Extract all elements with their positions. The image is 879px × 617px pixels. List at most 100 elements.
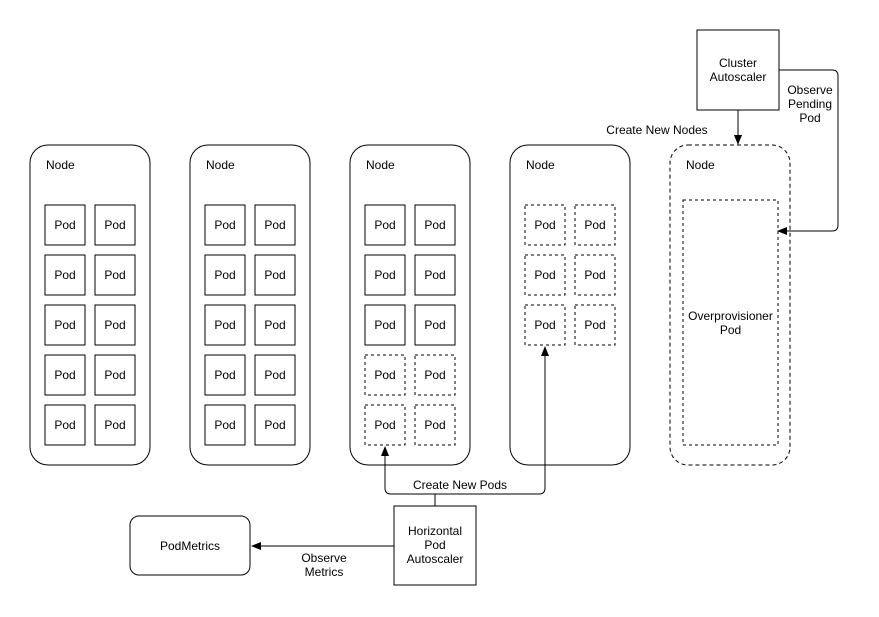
- podmetrics-box: PodMetrics: [129, 515, 251, 576]
- pod-label: Pod: [214, 218, 235, 232]
- pending-pod: Pod: [574, 254, 616, 296]
- pod-box: [364, 254, 406, 296]
- pod: Pod: [204, 204, 246, 246]
- pod-box: [414, 354, 456, 396]
- pod-label: Pod: [104, 218, 125, 232]
- pod-box: [524, 204, 566, 246]
- pod: Pod: [44, 204, 86, 246]
- pod-label: Pod: [584, 218, 605, 232]
- pod-box: [94, 204, 136, 246]
- pod-box: [94, 404, 136, 446]
- pod-label: Pod: [214, 418, 235, 432]
- pod-box: [254, 404, 296, 446]
- node-label: Node: [686, 158, 715, 172]
- pod-label: Pod: [424, 368, 445, 382]
- pod-box: [204, 204, 246, 246]
- observe-pending-label-line2: Pending: [788, 97, 832, 111]
- observe-pending-label-line1: Observe: [787, 83, 833, 97]
- pod-label: Pod: [374, 368, 395, 382]
- pod: Pod: [254, 254, 296, 296]
- node-label: Node: [46, 158, 75, 172]
- pod: Pod: [254, 354, 296, 396]
- pod-box: [254, 204, 296, 246]
- pod-label: Pod: [534, 318, 555, 332]
- observe-metrics-label-line1: Observe: [301, 551, 347, 565]
- pod: Pod: [94, 354, 136, 396]
- pod-label: Pod: [54, 268, 75, 282]
- pod-box: [414, 254, 456, 296]
- pod-label: Pod: [104, 418, 125, 432]
- pod-label: Pod: [104, 268, 125, 282]
- pod: Pod: [254, 404, 296, 446]
- pending-pod: Pod: [524, 254, 566, 296]
- pod-label: Pod: [534, 268, 555, 282]
- pod: Pod: [204, 304, 246, 346]
- cluster-autoscaler-label-line2: Autoscaler: [710, 70, 767, 84]
- pod-box: [524, 254, 566, 296]
- create-new-pods-label: Create New Pods: [413, 478, 507, 492]
- pod-box: [254, 304, 296, 346]
- observe-pending-label-line3: Pod: [799, 111, 820, 125]
- pod: Pod: [254, 304, 296, 346]
- pod-label: Pod: [104, 368, 125, 382]
- observe-pending-label-bg: [785, 80, 835, 126]
- pod: Pod: [364, 254, 406, 296]
- overprovisioner-label-line2: Pod: [720, 323, 741, 337]
- pending-pod: Pod: [574, 204, 616, 246]
- pod-box: [44, 304, 86, 346]
- pod-label: Pod: [374, 218, 395, 232]
- pod-label: Pod: [214, 368, 235, 382]
- pod-label: Pod: [214, 318, 235, 332]
- pod-box: [364, 304, 406, 346]
- pod-label: Pod: [584, 318, 605, 332]
- pod: Pod: [44, 354, 86, 396]
- pending-pod: Pod: [414, 354, 456, 396]
- pod-box: [364, 204, 406, 246]
- pod-box: [524, 304, 566, 346]
- node-label: Node: [206, 158, 235, 172]
- pod-label: Pod: [214, 268, 235, 282]
- pod-box: [44, 254, 86, 296]
- pod-box: [254, 354, 296, 396]
- node-label: Node: [526, 158, 555, 172]
- pod: Pod: [94, 404, 136, 446]
- pod-box: [254, 254, 296, 296]
- pod: Pod: [414, 254, 456, 296]
- overprovisioner-label-line1: Overprovisioner: [688, 309, 773, 323]
- pod: Pod: [414, 304, 456, 346]
- pod-label: Pod: [424, 318, 445, 332]
- pod-label: Pod: [424, 268, 445, 282]
- pod-label: Pod: [424, 418, 445, 432]
- pod-box: [94, 304, 136, 346]
- pod-box: [204, 404, 246, 446]
- pod-label: Pod: [104, 318, 125, 332]
- pod-box: [44, 404, 86, 446]
- pending-pod: Pod: [574, 304, 616, 346]
- create-new-nodes-label: Create New Nodes: [606, 123, 707, 137]
- pod-box: [364, 404, 406, 446]
- observe-metrics-label-line2: Metrics: [305, 565, 344, 579]
- pod-label: Pod: [374, 268, 395, 282]
- pod-label: Pod: [54, 318, 75, 332]
- pod-box: [204, 254, 246, 296]
- pod: Pod: [204, 404, 246, 446]
- pod-label: Pod: [54, 418, 75, 432]
- pod-box: [364, 354, 406, 396]
- node-label: Node: [366, 158, 395, 172]
- pod-label: Pod: [54, 368, 75, 382]
- pod: Pod: [44, 404, 86, 446]
- pod-label: Pod: [374, 418, 395, 432]
- pod-box: [574, 254, 616, 296]
- pod-box: [574, 204, 616, 246]
- hpa-label-line1: Horizontal: [408, 524, 462, 538]
- pod-label: Pod: [424, 218, 445, 232]
- podmetrics-label: PodMetrics: [160, 539, 220, 553]
- pod: Pod: [414, 204, 456, 246]
- cluster-autoscaler-box: Cluster Autoscaler: [696, 29, 780, 111]
- pod-label: Pod: [264, 218, 285, 232]
- edge-observe-pending-pod: [777, 69, 839, 235]
